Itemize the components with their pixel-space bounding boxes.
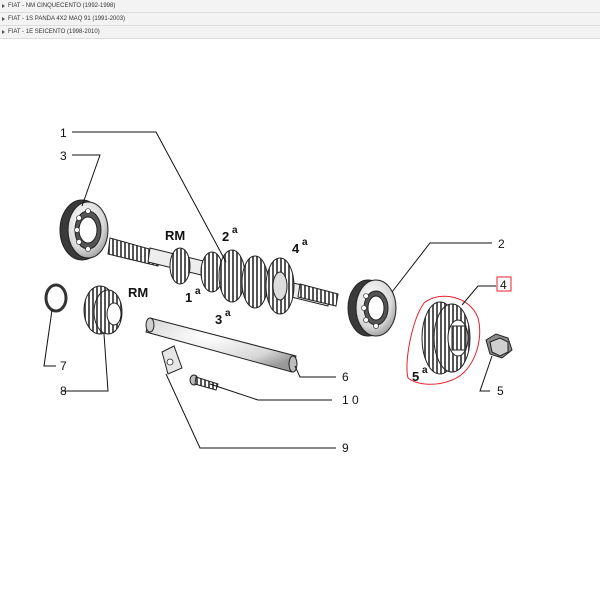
expand-arrow-icon — [2, 30, 5, 34]
model-label: FIAT - NM CINQUECENTO (1992-1998) — [8, 3, 116, 9]
vehicle-model-list: FIAT - NM CINQUECENTO (1992-1998) FIAT -… — [0, 0, 600, 39]
gear-sup-4: a — [302, 237, 308, 248]
callout-4-box — [496, 276, 512, 292]
gear-sup-2: a — [232, 225, 238, 236]
gear-label-rm-gear: RM — [128, 285, 148, 300]
callout-10: 1 0 — [342, 393, 359, 407]
callout-numbers: 1 3 2 4 5 6 7 8 9 1 0 — [60, 126, 512, 455]
model-row-panda[interactable]: FIAT - 1S PANDA 4X2 MAQ 91 (1991-2003) — [0, 13, 600, 26]
gear-sup-3: a — [225, 308, 231, 319]
input-shaft-part-1[interactable] — [107, 237, 339, 315]
gear-label-3: 3 — [215, 312, 222, 327]
expand-arrow-icon — [2, 4, 5, 8]
nut-part-5[interactable] — [485, 333, 513, 359]
model-row-seicento[interactable]: FIAT - 1E SEICENTO (1998-2010) — [0, 26, 600, 39]
gear-label-1: 1 — [185, 290, 192, 305]
gear-sup-5: a — [422, 365, 428, 376]
reverse-shaft-part-6[interactable] — [145, 317, 298, 373]
callout-3: 3 — [60, 149, 67, 163]
gear-sup-1: a — [195, 286, 201, 297]
retaining-plate-part-9[interactable] — [161, 345, 183, 375]
gear-label-5: 5 — [412, 369, 419, 384]
model-label: FIAT - 1S PANDA 4X2 MAQ 91 (1991-2003) — [8, 16, 126, 22]
callout-1: 1 — [60, 126, 67, 140]
bolt-part-10[interactable] — [189, 374, 219, 391]
model-row-cinquecento[interactable]: FIAT - NM CINQUECENTO (1992-1998) — [0, 0, 600, 13]
callout-7: 7 — [60, 359, 67, 373]
bearing-left-part-3[interactable] — [59, 199, 109, 261]
leader-lines — [43, 131, 496, 449]
gear-labels: RM RM 2 a 4 a 1 a 3 a 5 a — [128, 225, 428, 384]
callout-8: 8 — [60, 384, 67, 398]
bearing-right-part-2[interactable] — [347, 279, 397, 337]
callout-2: 2 — [498, 237, 505, 251]
gear-label-4: 4 — [292, 241, 300, 256]
expand-arrow-icon — [2, 17, 5, 21]
gear-label-rm-shaft: RM — [165, 228, 185, 243]
callout-5: 5 — [497, 384, 504, 398]
reverse-gear-part-8[interactable] — [83, 285, 123, 335]
gear-label-2: 2 — [222, 229, 229, 244]
model-label: FIAT - 1E SEICENTO (1998-2010) — [8, 29, 100, 35]
callout-6: 6 — [342, 370, 349, 384]
callout-4: 4 — [500, 278, 507, 292]
fifth-gear-part-4[interactable] — [421, 301, 471, 375]
callout-9: 9 — [342, 441, 349, 455]
circlip-part-7[interactable] — [44, 283, 68, 313]
